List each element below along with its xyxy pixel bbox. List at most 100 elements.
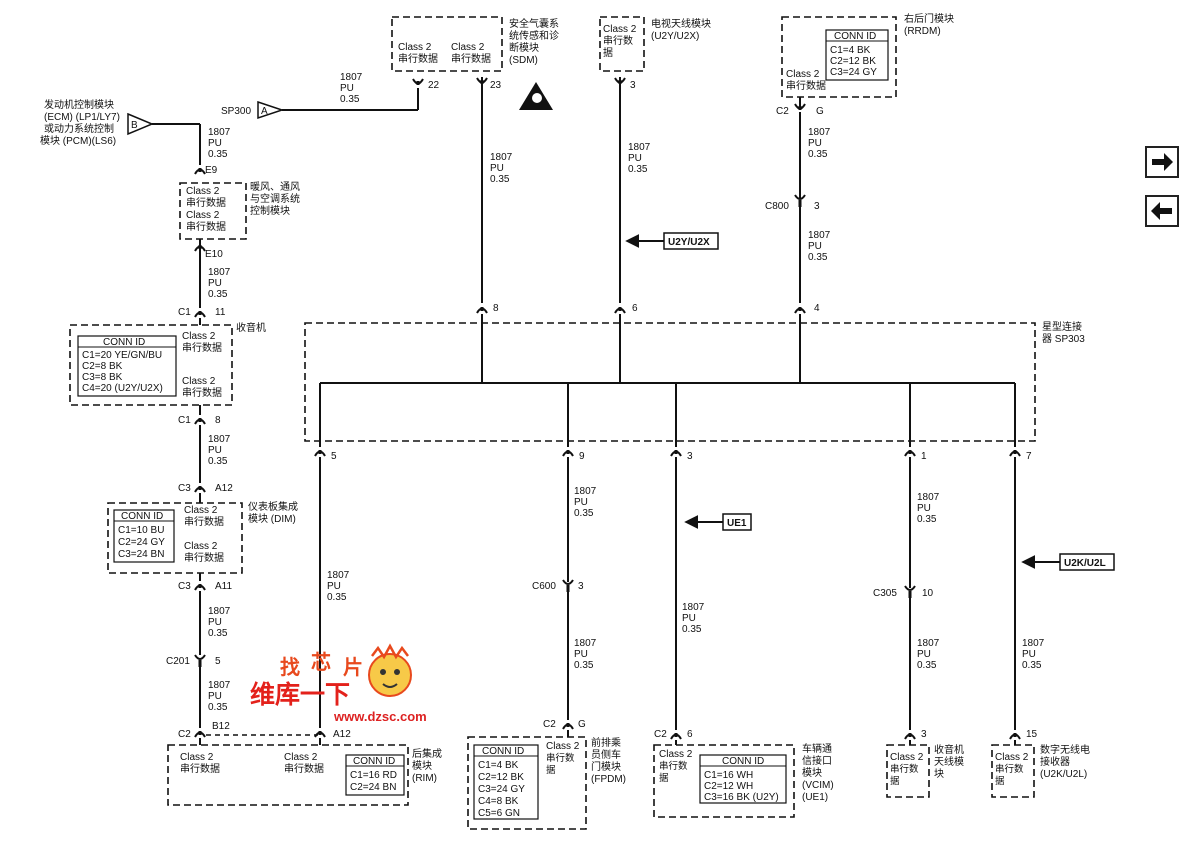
wire-spec-label: PU (1022, 649, 1036, 660)
ecm-label: 发动机控制模块 (44, 98, 114, 111)
svg-text:串行数据: 串行数据 (786, 79, 826, 92)
svg-text:C2: C2 (654, 729, 667, 740)
ref-ue1: UE1 (684, 513, 752, 531)
svg-text:6: 6 (632, 303, 638, 314)
wires-layer: 1807PU0.351807PU0.351807PU0.351807PU0.35… (152, 72, 1045, 745)
svg-text:Class 2: Class 2 (180, 752, 214, 763)
wire-spec-label: 1807 (808, 127, 831, 138)
svg-text:员侧车: 员侧车 (591, 748, 621, 761)
svg-text:C5=6 GN: C5=6 GN (478, 808, 520, 819)
wire-spec-label: PU (682, 613, 696, 624)
svg-text:断模块: 断模块 (509, 41, 539, 54)
wire-spec-label: PU (574, 497, 588, 508)
wire-spec-label: 1807 (208, 434, 231, 445)
svg-text:串行数据: 串行数据 (186, 220, 226, 233)
sdm-module: Class 2 串行数据 Class 2 串行数据 安全气囊系 统传感和诊 断模… (391, 16, 559, 110)
wire-spec-label: 1807 (490, 152, 513, 163)
svg-text:11: 11 (215, 307, 226, 318)
svg-text:A: A (261, 106, 268, 117)
wire-spec-label: 1807 (340, 72, 363, 83)
splice-body (908, 591, 912, 598)
svg-text:接收器: 接收器 (1040, 755, 1070, 768)
dzsc-watermark: 找 芯 片 维库一下 www.dzsc.com (250, 643, 427, 724)
svg-text:(ECM) (LP1/LY7): (ECM) (LP1/LY7) (44, 112, 120, 123)
svg-text:CONN ID: CONN ID (482, 746, 524, 757)
svg-text:8: 8 (493, 303, 499, 314)
wire-spec-label: 0.35 (808, 149, 828, 160)
dim-module: CONN ID C1=10 BU C2=24 GY C3=24 BN Class… (107, 500, 298, 574)
wire-spec-label: PU (208, 138, 222, 149)
wire-spec-label: PU (917, 503, 931, 514)
svg-text:Class 2: Class 2 (603, 24, 637, 35)
svg-text:Class 2: Class 2 (186, 186, 220, 197)
svg-text:右后门模块: 右后门模块 (904, 12, 954, 25)
wire-spec-label: PU (808, 241, 822, 252)
svg-text:Class 2: Class 2 (186, 210, 220, 221)
fpdm-module: CONN ID C1=4 BK C2=12 BK C3=24 GY C4=8 B… (467, 736, 626, 830)
svg-text:Class 2: Class 2 (284, 752, 318, 763)
prev-page-button[interactable] (1145, 195, 1179, 227)
svg-text:15: 15 (1026, 729, 1038, 740)
svg-text:C4=8 BK: C4=8 BK (478, 796, 519, 807)
svg-text:Class 2: Class 2 (546, 741, 580, 752)
wire-spec-label: PU (327, 581, 341, 592)
svg-text:Class 2: Class 2 (890, 752, 924, 763)
svg-text:维库一下: 维库一下 (250, 680, 350, 709)
wire-spec-label: 0.35 (340, 94, 360, 105)
svg-text:找: 找 (280, 655, 300, 679)
svg-text:C1=16 RD: C1=16 RD (350, 770, 397, 781)
svg-text:Class 2: Class 2 (182, 331, 216, 342)
svg-text:统传感和诊: 统传感和诊 (509, 29, 559, 42)
svg-text:C3: C3 (178, 483, 191, 494)
svg-text:A12: A12 (333, 729, 351, 740)
wire-spec-label: 1807 (327, 570, 350, 581)
svg-text:星型连接: 星型连接 (1042, 320, 1082, 333)
svg-text:CONN ID: CONN ID (353, 756, 395, 767)
svg-text:U2K/U2L: U2K/U2L (1064, 558, 1106, 569)
wire-spec-label: 1807 (1022, 638, 1045, 649)
svg-text:串行数据: 串行数据 (184, 515, 224, 528)
wire-spec-label: 0.35 (917, 660, 937, 671)
svg-text:B: B (131, 120, 138, 131)
svg-text:10: 10 (922, 588, 934, 599)
splice-top (904, 585, 916, 591)
wire-spec-label: 1807 (917, 492, 940, 503)
svg-text:片: 片 (343, 656, 363, 679)
svg-text:电视天线模块: 电视天线模块 (651, 17, 711, 30)
svg-text:据: 据 (659, 772, 669, 784)
svg-text:Class 2: Class 2 (182, 376, 216, 387)
svg-text:C3=8 BK: C3=8 BK (82, 372, 123, 383)
svg-text:C1=16 WH: C1=16 WH (704, 770, 753, 781)
svg-text:(SDM): (SDM) (509, 55, 538, 66)
radio-module: CONN ID C1=20 YE/GN/BU C2=8 BK C3=8 BK C… (69, 321, 266, 406)
svg-text:串行数据: 串行数据 (184, 551, 224, 564)
tv-pin: 3 (630, 80, 636, 91)
svg-text:模块 (DIM): 模块 (DIM) (248, 513, 296, 525)
wire-spec-label: 0.35 (208, 289, 228, 300)
wire-spec-label: PU (808, 138, 822, 149)
svg-text:C1=4 BK: C1=4 BK (830, 45, 871, 56)
wire-spec-label: 0.35 (1022, 660, 1042, 671)
splice-body (798, 200, 802, 207)
wire-spec-label: 1807 (628, 142, 651, 153)
next-page-button[interactable] (1145, 146, 1179, 178)
svg-text:A11: A11 (215, 581, 232, 592)
svg-text:控制模块: 控制模块 (250, 204, 290, 217)
wire-spec-label: 0.35 (808, 252, 828, 263)
wire-spec-label: 0.35 (208, 149, 228, 160)
svg-text:数字无线电: 数字无线电 (1040, 743, 1090, 756)
svg-text:据: 据 (995, 775, 1005, 787)
ecm-flag-b: B (127, 112, 154, 136)
svg-text:Class 2: Class 2 (184, 541, 218, 552)
ref-u2y-u2x: U2Y/U2X (625, 232, 719, 250)
svg-text:CONN ID: CONN ID (121, 511, 163, 522)
svg-text:块: 块 (934, 768, 944, 780)
star-connector-sp303: 星型连接 器 SP303 (304, 320, 1085, 442)
svg-text:(VCIM): (VCIM) (802, 780, 834, 791)
wire-spec-label: 0.35 (628, 164, 648, 175)
svg-text:据: 据 (546, 764, 556, 776)
svg-text:(RRDM): (RRDM) (904, 26, 941, 37)
svg-text:4: 4 (814, 303, 820, 314)
arrow-left-icon (1151, 202, 1172, 220)
wire-spec-label: 1807 (574, 486, 597, 497)
